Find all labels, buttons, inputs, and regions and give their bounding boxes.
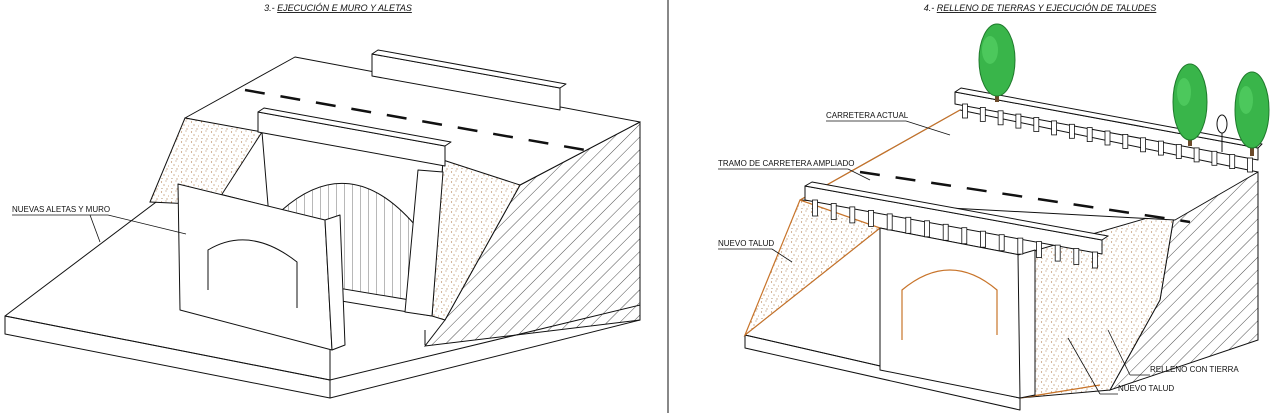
guardrail-post [1017, 237, 1024, 255]
guardrail-front-posts [812, 199, 1098, 269]
guardrail-post [1073, 248, 1080, 265]
panel-4: 4.- RELLENO DE TIERRAS Y EJECUCIÓN DE TA… [718, 3, 1270, 411]
guardrail-post [1054, 244, 1061, 262]
leader-nuevas-aletas-a [107, 214, 187, 235]
label-nuevo-talud-right: NUEVO TALUD [1118, 384, 1174, 393]
leader-carretera-actual-b [905, 120, 951, 136]
guardrail-post [1069, 123, 1075, 139]
leader-tramo-ampliado-b [847, 168, 871, 181]
label-nuevo-talud-left: NUEVO TALUD [718, 239, 774, 248]
label-nuevas-aletas: NUEVAS ALETAS Y MURO [12, 205, 110, 214]
panel-3-title: 3.- EJECUCIÓN E MURO Y ALETAS [264, 3, 412, 13]
guardrail-post [980, 230, 986, 248]
guardrail-post [962, 103, 968, 119]
panel-3: 3.- EJECUCIÓN E MURO Y ALETAS [4, 3, 641, 399]
guardrail-post [1104, 130, 1111, 146]
road-centerline-4 [859, 170, 1191, 224]
culvert-arch-4 [901, 269, 998, 340]
leader-relleno-b [1107, 329, 1131, 376]
guardrail-post [1036, 241, 1042, 259]
guardrail-front [804, 181, 1109, 255]
guardrail-post [1051, 120, 1057, 136]
label-tramo-ampliado: TRAMO DE CARRETERA AMPLIADO [718, 159, 854, 168]
wingwall-left-edge [324, 214, 346, 351]
leader-nuevo-talud-right-b [1067, 337, 1101, 395]
guardrail-post [961, 227, 968, 245]
guardrail-post [1015, 113, 1022, 129]
leader-nuevas-aletas-b [89, 214, 101, 243]
guardrail-post [812, 199, 818, 217]
guardrail-post [905, 216, 912, 234]
guardrail-back-posts [962, 103, 1253, 173]
guardrail-post [924, 220, 930, 238]
guardrail-post [1193, 147, 1200, 163]
guardrail-post [997, 110, 1004, 126]
guardrail-post [1158, 140, 1164, 156]
leader-nuevo-talud-left-b [771, 248, 793, 263]
guardrail-post [886, 213, 893, 231]
tree-icon [978, 23, 1016, 102]
guardrail-post [1033, 117, 1040, 132]
guardrail-post [1092, 251, 1098, 269]
new-slope-left [743, 199, 882, 337]
guardrail-post [998, 234, 1005, 252]
guardrail-post [1175, 144, 1182, 159]
guardrail-post [1122, 133, 1129, 149]
wing-edge-4 [1017, 249, 1036, 399]
label-relleno: RELLENO CON TIERRA [1150, 365, 1239, 374]
tree-icon [1234, 71, 1270, 156]
headwall-4 [879, 227, 1021, 399]
back-parapet-side [371, 49, 567, 89]
guardrail-post [979, 107, 986, 122]
panel-4-title: 4.- RELLENO DE TIERRAS Y EJECUCIÓN DE TA… [924, 3, 1157, 13]
guardrail-post [849, 206, 856, 224]
guardrail-post [1211, 150, 1218, 166]
wingwall-right [404, 169, 444, 317]
guardrail-post [1229, 154, 1236, 170]
guardrail-post [1140, 137, 1146, 153]
guardrail-post [1086, 127, 1093, 142]
guardrail-post [830, 203, 837, 220]
guardrail-post [868, 209, 874, 227]
traffic-sign-icon [1216, 114, 1228, 152]
guardrail-post [942, 223, 949, 241]
guardrail-post [1247, 157, 1253, 173]
tree-icon [1172, 63, 1208, 146]
label-carretera-actual: CARRETERA ACTUAL [826, 111, 909, 120]
wingwall-left-arch [207, 239, 298, 308]
front-parapet-side [257, 107, 452, 147]
